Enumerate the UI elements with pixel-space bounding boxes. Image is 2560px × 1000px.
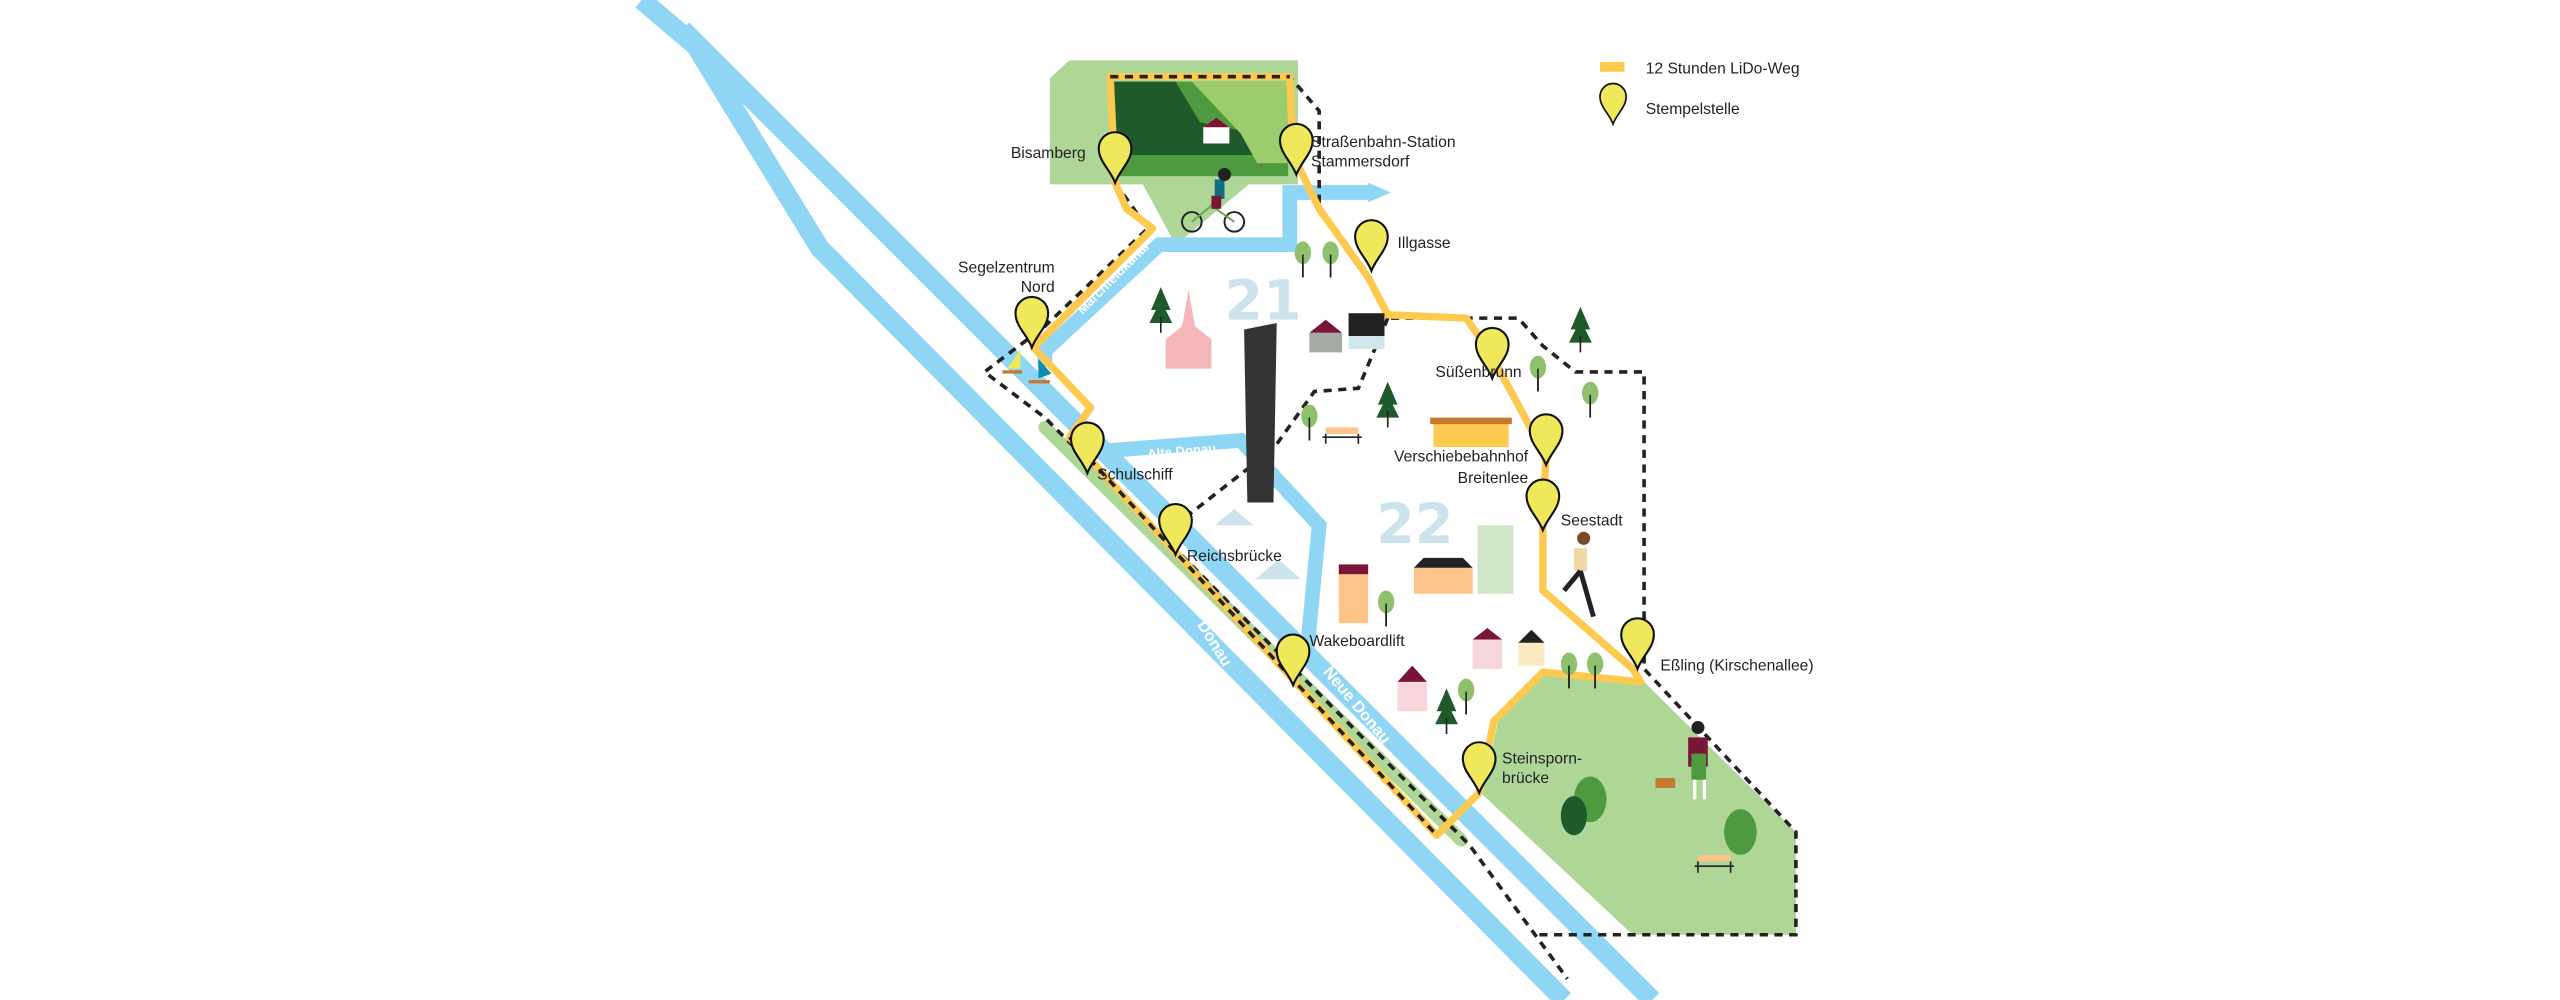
district-21: 21 (1224, 270, 1301, 334)
station-label: Steinsporn- (1502, 750, 1582, 767)
main-route (1029, 73, 1645, 839)
dog-walker-icon (1655, 721, 1708, 800)
map-pin-icon (1599, 82, 1627, 125)
station-reichsbruecke[interactable]: Reichsbrücke (1158, 503, 1282, 565)
steinspornbruecke-park (1482, 675, 1796, 935)
marchfeldkanal-arrow (1368, 182, 1392, 203)
tower-icon (1244, 323, 1277, 503)
alte-donau-label: Alte Donau (1147, 440, 1217, 461)
donau-river (635, 0, 1572, 1000)
station-schulschiff[interactable]: Schulschiff (1069, 421, 1173, 484)
house-icon (1309, 313, 1545, 712)
alternative-path (1110, 74, 1798, 937)
station-label: Illgasse (1398, 235, 1451, 252)
station-segelzentrum-nord[interactable]: Segelzentrum Nord (958, 259, 1055, 349)
vineyard-hill (1111, 81, 1289, 177)
station-label: Reichsbrücke (1187, 548, 1282, 565)
station-steinspornbruecke[interactable]: Steinsporn- brücke (1461, 741, 1582, 794)
station-label: brücke (1502, 770, 1549, 787)
map-pin-icon[interactable] (1528, 413, 1564, 466)
station-illgasse[interactable]: Illgasse (1354, 219, 1451, 272)
church-icon (1165, 290, 1212, 369)
station-label: Breitenlee (1458, 470, 1529, 487)
runner-icon (1562, 531, 1596, 618)
tree-icon (1148, 240, 1757, 855)
station-suessenbrunn[interactable]: Süßenbrunn (1435, 326, 1522, 381)
station-label: Seestadt (1561, 512, 1623, 529)
marchfeldkanal-river (1037, 185, 1372, 368)
station-essling[interactable]: Eßling (Kirschenallee) (1620, 617, 1814, 674)
alternative-path-branch (1182, 317, 1390, 521)
station-wakeboardlift[interactable]: Wakeboardlift (1275, 633, 1405, 687)
station-label: Stammersdorf (1311, 153, 1410, 170)
station-label: Straßenbahn-Station (1311, 134, 1456, 151)
alte-donau-river (1068, 432, 1327, 662)
map-pin-icon[interactable] (1525, 478, 1561, 532)
station-label: Eßling (Kirschenallee) (1660, 657, 1813, 674)
station-label: Süßenbrunn (1435, 364, 1521, 381)
station-label: Wakeboardlift (1309, 633, 1405, 650)
legend: 12 Stunden LiDo-Weg Stempelstelle (1599, 60, 1800, 125)
station-label: Segelzentrum (958, 259, 1055, 276)
district-22: 22 (1376, 493, 1453, 557)
station-label: Nord (1021, 279, 1055, 296)
station-stammersdorf[interactable]: Straßenbahn-Station Stammersdorf (1278, 122, 1456, 176)
bench-icon (1322, 427, 1734, 873)
station-breitenlee[interactable]: Verschiebebahnhof Breitenlee (1394, 413, 1564, 487)
cyclist-icon (1181, 168, 1246, 233)
station-bisamberg[interactable]: Bisamberg (1011, 131, 1133, 184)
tree-icon (1214, 508, 1302, 580)
station-seestadt[interactable]: Seestadt (1525, 478, 1624, 532)
station-label: Schulschiff (1097, 467, 1173, 484)
marchfeldkanal-label: Marchfeldkanal (1074, 239, 1152, 317)
legend-route-label: 12 Stunden LiDo-Weg (1646, 60, 1800, 77)
route-swatch (1600, 61, 1625, 72)
station-label: Verschiebebahnhof (1394, 449, 1529, 466)
station-label: Bisamberg (1011, 145, 1086, 162)
main-route-dashes-river (1068, 435, 1439, 837)
legend-stamp-label: Stempelstelle (1646, 101, 1740, 118)
